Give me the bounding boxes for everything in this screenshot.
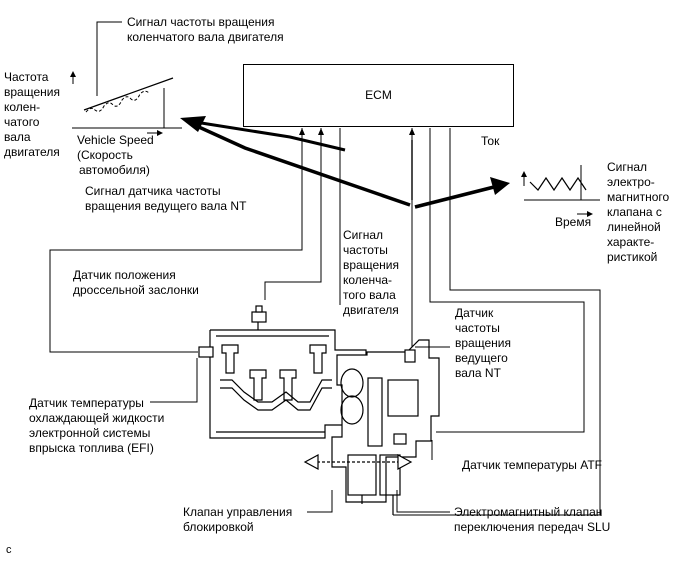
coolant-sensor-body [198,346,214,358]
nt-sensor-line-2: частоты [455,321,500,335]
solenoid-signal-line-1: Сигнал [607,160,648,174]
solenoid-signal-line-7: ристикой [607,250,658,264]
engine-block [198,305,367,439]
solenoid-signal-line-5: линейной [607,220,661,234]
nt-sensor-label: Датчик частоты вращения ведущего вала NT [455,306,511,381]
solenoid-signal-line-4: клапана с [607,205,662,219]
current-label: Ток [481,134,500,148]
engine-speed-axis-line-2: вращения [4,85,60,99]
ecm-box: ECM [243,64,514,127]
label-leaders [150,346,450,513]
arrow-from-crank-signal [194,120,346,152]
transmission [303,339,440,515]
crank-signal-mid-line-4: коленча- [343,273,393,287]
throttle-sensor-body [251,311,267,323]
coolant-sensor-line-3: электронной системы [29,426,151,440]
coolant-sensor-line-4: впрыска топлива (EFI) [29,441,154,455]
engine-speed-graph-trend-line [83,77,174,111]
nt-sensor-line-5: вала NT [455,366,501,380]
vehicle-speed-axis-label: Vehicle Speed (Скорость автомобиля) [77,133,154,178]
crank-signal-top-leader [96,21,122,96]
engine-speed-axis-line-6: двигателя [4,145,60,159]
arrow-to-solenoid-graph [414,184,499,209]
nt-signal-line-2: вращения ведущего вала NT [85,199,247,213]
slu-valve-label: Электромагнитный клапан переключения пер… [454,505,610,535]
crank-signal-top-line-2: коленчатого вала двигателя [127,30,284,44]
ecm-label: ECM [365,88,392,102]
coolant-sensor-label: Датчик температуры охлаждающей жидкости … [29,396,164,456]
crank-signal-mid-line-2: частоты [343,243,388,257]
vehicle-speed-axis-line-3: автомобиля) [79,163,150,177]
slu-valve-line-2: переключения передач SLU [454,520,611,534]
atf-sensor-label: Датчик температуры ATF [462,458,603,472]
solenoid-signal-graph [521,165,600,217]
engine-speed-axis-label: Частота вращения колен- чатого вала двиг… [4,70,60,160]
throttle-sensor-line-2: дроссельной заслонки [73,283,199,297]
vehicle-speed-axis-line-1: Vehicle Speed [77,133,154,147]
crank-signal-top-line-1: Сигнал частоты вращения [127,15,275,29]
nt-signal-line-1: Сигнал датчика частоты [85,184,221,198]
slu-valve-line-1: Электромагнитный клапан [454,505,603,519]
signal-arrows [180,116,510,209]
corner-mark: c [6,544,12,556]
crank-signal-mid-line-3: вращения [343,258,399,272]
lockup-valve-label: Клапан управления блокировкой [183,505,292,535]
nt-sensor-line-1: Датчик [455,306,494,320]
atf-sensor-body [393,433,407,445]
throttle-sensor-label: Датчик положения дроссельной заслонки [73,268,199,298]
engine-speed-axis-line-3: колен- [4,100,41,114]
lockup-valve-arrow-left [303,453,319,471]
throttle-sensor-line-1: Датчик положения [73,268,176,282]
engine-speed-axis-line-5: вала [4,130,31,144]
slu-valve-body [379,454,401,496]
crank-signal-mid-line-1: Сигнал [343,228,384,242]
engine-speed-graph-wave [85,90,150,113]
crank-signal-mid-label: Сигнал частоты вращения коленча- того ва… [343,228,399,318]
solenoid-signal-line-2: электро- [607,175,655,189]
solenoid-signal-label: Сигнал электро- магнитного клапана с лин… [607,160,669,265]
ecm-wiring [49,128,601,516]
engine-speed-graph [70,71,182,136]
coolant-sensor-line-1: Датчик температуры [29,396,144,410]
solenoid-signal-line-3: магнитного [607,190,670,204]
solenoid-signal-graph-wave [529,176,587,192]
engine-speed-axis-line-1: Частота [4,70,49,84]
crank-signal-mid-line-6: двигателя [343,303,399,317]
vehicle-speed-axis-line-2: (Скорость [77,148,133,162]
nt-signal-label: Сигнал датчика частоты вращения ведущего… [85,184,246,214]
time-axis-label: Время [555,215,592,229]
arrow-to-engine-graph [189,121,411,207]
lockup-valve-line-2: блокировкой [183,520,254,534]
nt-sensor-line-3: вращения [455,336,511,350]
engine-speed-axis-line-4: чатого [4,115,40,129]
lockup-valve-arrow-right [397,453,413,471]
nt-sensor-line-4: ведущего [455,351,508,365]
coolant-sensor-line-2: охлаждающей жидкости [29,411,165,425]
crank-signal-top-label: Сигнал частоты вращения коленчатого вала… [127,15,284,45]
solenoid-signal-line-6: характе- [607,235,655,249]
crank-signal-mid-line-5: того вала [343,288,396,302]
lockup-valve-line-1: Клапан управления [183,505,293,519]
